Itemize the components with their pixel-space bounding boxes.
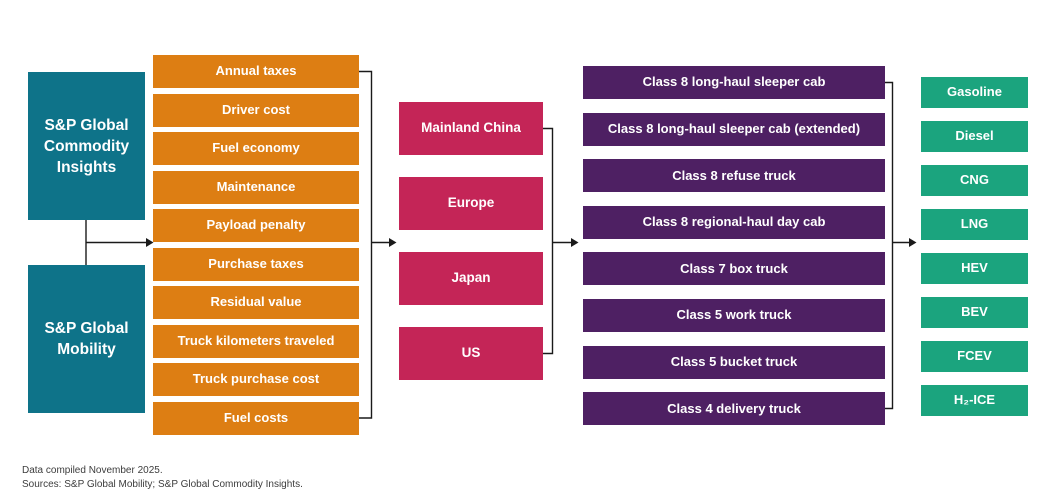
bracket-factors [359,70,373,419]
factor-box-fuel-economy: Fuel economy [153,132,359,165]
factor-box-payload-penalty: Payload penalty [153,209,359,242]
factor-box-truck-purchase-cost: Truck purchase cost [153,363,359,396]
fuel-box-h2-ice: H₂-ICE [921,385,1028,416]
class-box-class8-regional-day-cab: Class 8 regional-haul day cab [583,205,885,239]
class-box-class5-work-truck: Class 5 work truck [583,299,885,332]
source-box-commodity-insights: S&P Global Commodity Insights [28,72,145,220]
class-box-class4-delivery-truck: Class 4 delivery truck [583,392,885,426]
bracket-regions [543,127,554,355]
footer-data-compiled: Data compiled November 2025. [22,465,163,476]
factor-box-annual-taxes: Annual taxes [153,55,359,88]
bracket-classes [885,81,894,410]
fuel-box-cng: CNG [921,165,1028,196]
class-box-class7-box-truck: Class 7 box truck [583,252,885,286]
fuel-box-lng: LNG [921,209,1028,240]
footer-notes: Data compiled November 2025. Sources: S&… [22,464,303,492]
region-box-japan: Japan [399,252,543,305]
source-box-mobility: S&P Global Mobility [28,265,145,413]
class-box-class8-longhaul-sleeper: Class 8 long-haul sleeper cab [583,66,885,99]
factor-box-fuel-costs: Fuel costs [153,401,359,435]
fuel-box-fcev: FCEV [921,341,1028,372]
fuel-box-bev: BEV [921,297,1028,328]
factor-box-maintenance: Maintenance [153,170,359,204]
arrowhead-to-fuels [909,238,917,247]
fuel-box-diesel: Diesel [921,121,1028,152]
arrowhead-to-classes [571,238,579,247]
factor-box-purchase-taxes: Purchase taxes [153,247,359,281]
fuel-box-gasoline: Gasoline [921,77,1028,108]
class-box-class5-bucket-truck: Class 5 bucket truck [583,345,885,379]
class-box-class8-refuse: Class 8 refuse truck [583,159,885,193]
arrowhead-to-regions [389,238,397,247]
footer-sources: Sources: S&P Global Mobility; S&P Global… [22,479,303,490]
region-box-europe: Europe [399,177,543,230]
region-box-us: US [399,327,543,380]
factor-box-residual-value: Residual value [153,286,359,319]
factor-box-driver-cost: Driver cost [153,93,359,127]
region-box-mainland-china: Mainland China [399,102,543,155]
factor-box-truck-kilometers-traveled: Truck kilometers traveled [153,324,359,358]
fuel-box-hev: HEV [921,253,1028,284]
class-box-class8-longhaul-sleeper-extended: Class 8 long-haul sleeper cab (extended) [583,112,885,146]
